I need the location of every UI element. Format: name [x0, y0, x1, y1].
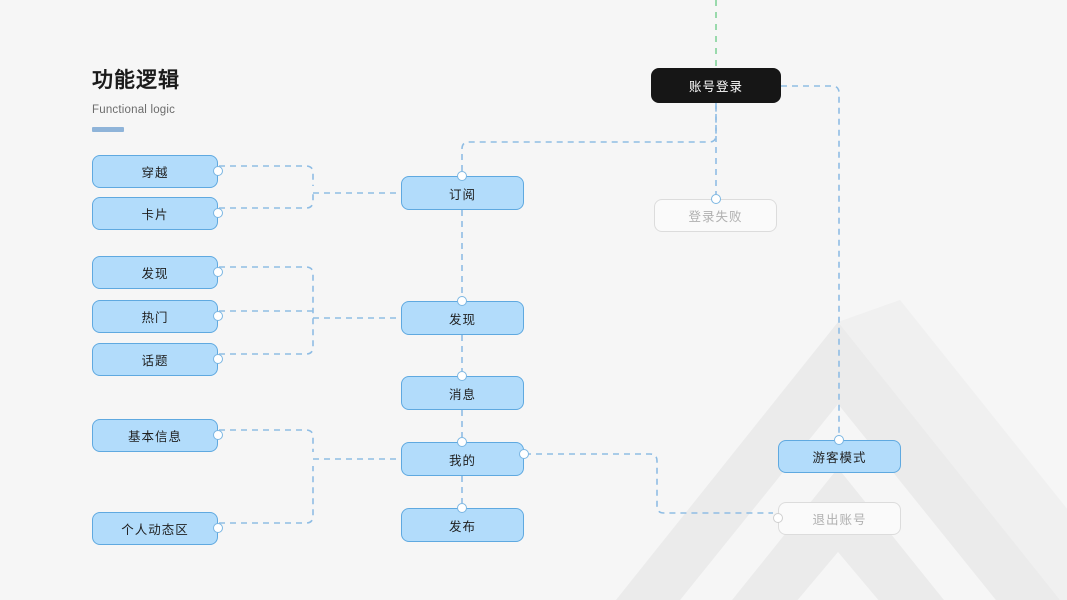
- node-tuichu-zhanghao[interactable]: 退出账号: [778, 502, 901, 535]
- node-faxian-main[interactable]: 发现: [401, 301, 524, 335]
- node-label: 发现: [141, 267, 169, 281]
- connector-dot-faxian-main[interactable]: [457, 296, 467, 306]
- connector-dot-denglu-shibai[interactable]: [711, 194, 721, 204]
- title-accent-rule: [92, 127, 124, 133]
- connector-dot-wode-right[interactable]: [519, 449, 529, 459]
- connector-dot-faxian-left[interactable]: [213, 267, 223, 277]
- connector-dot-wode-top[interactable]: [457, 437, 467, 447]
- node-label: 个人动态区: [121, 523, 189, 537]
- edge-chuanyue-to-subscribe: [219, 165, 314, 186]
- node-label: 穿越: [141, 166, 169, 180]
- node-fabu[interactable]: 发布: [401, 508, 524, 542]
- node-label: 游客模式: [812, 451, 867, 465]
- node-label: 订阅: [448, 187, 476, 202]
- node-zhanghao-denglu[interactable]: 账号登录: [651, 68, 781, 103]
- connector-dot-remen[interactable]: [213, 311, 223, 321]
- node-label: 卡片: [141, 208, 169, 222]
- node-gerendongtaiqu[interactable]: 个人动态区: [92, 512, 218, 545]
- node-chuanyue[interactable]: 穿越: [92, 155, 218, 188]
- page-title: 功能逻辑: [92, 69, 180, 92]
- node-label: 发布: [448, 519, 476, 534]
- node-kapian[interactable]: 卡片: [92, 197, 218, 230]
- edge-mine-to-logout: [525, 453, 773, 514]
- node-label: 热门: [141, 311, 169, 325]
- node-label: 我的: [448, 453, 476, 468]
- node-dingyue[interactable]: 订阅: [401, 176, 524, 210]
- node-xiaoxi[interactable]: 消息: [401, 376, 524, 410]
- connector-dot-tuichu-zhanghao[interactable]: [773, 513, 783, 523]
- node-label: 登录失败: [688, 210, 743, 224]
- node-label: 发现: [448, 312, 476, 327]
- node-label: 消息: [448, 387, 476, 402]
- page-subtitle: Functional logic: [92, 104, 176, 117]
- node-label: 退出账号: [812, 513, 867, 527]
- edge-login-to-guest: [781, 85, 840, 435]
- node-denglu-shibai[interactable]: 登录失败: [654, 199, 777, 232]
- connector-dot-dingyue[interactable]: [457, 171, 467, 181]
- node-remen[interactable]: 热门: [92, 300, 218, 333]
- node-huati[interactable]: 话题: [92, 343, 218, 376]
- connector-dot-gerendongtaiqu[interactable]: [213, 523, 223, 533]
- edge-faxian-to-discover: [219, 266, 314, 311]
- edge-spine-to-login: [461, 103, 717, 171]
- connector-dot-chuanyue[interactable]: [213, 166, 223, 176]
- connector-dot-youke-moshi[interactable]: [834, 435, 844, 445]
- connector-dot-fabu[interactable]: [457, 503, 467, 513]
- connector-dot-xiaoxi[interactable]: [457, 371, 467, 381]
- connector-dot-huati[interactable]: [213, 354, 223, 364]
- edge-gerendongtai-to-mine: [219, 466, 314, 524]
- edge-kapian-to-subscribe: [219, 193, 314, 209]
- title-block: 功能逻辑 Functional logic: [92, 68, 180, 133]
- edge-huati-to-discover: [219, 311, 314, 355]
- node-label: 基本信息: [127, 430, 182, 444]
- connector-dot-jibenxinxi[interactable]: [213, 430, 223, 440]
- node-wode[interactable]: 我的: [401, 442, 524, 476]
- node-label: 账号登录: [688, 80, 743, 94]
- node-faxian-left[interactable]: 发现: [92, 256, 218, 289]
- edge-jibenxinxi-to-mine: [219, 429, 314, 452]
- connector-dot-kapian[interactable]: [213, 208, 223, 218]
- node-label: 话题: [141, 354, 169, 368]
- node-jibenxinxi[interactable]: 基本信息: [92, 419, 218, 452]
